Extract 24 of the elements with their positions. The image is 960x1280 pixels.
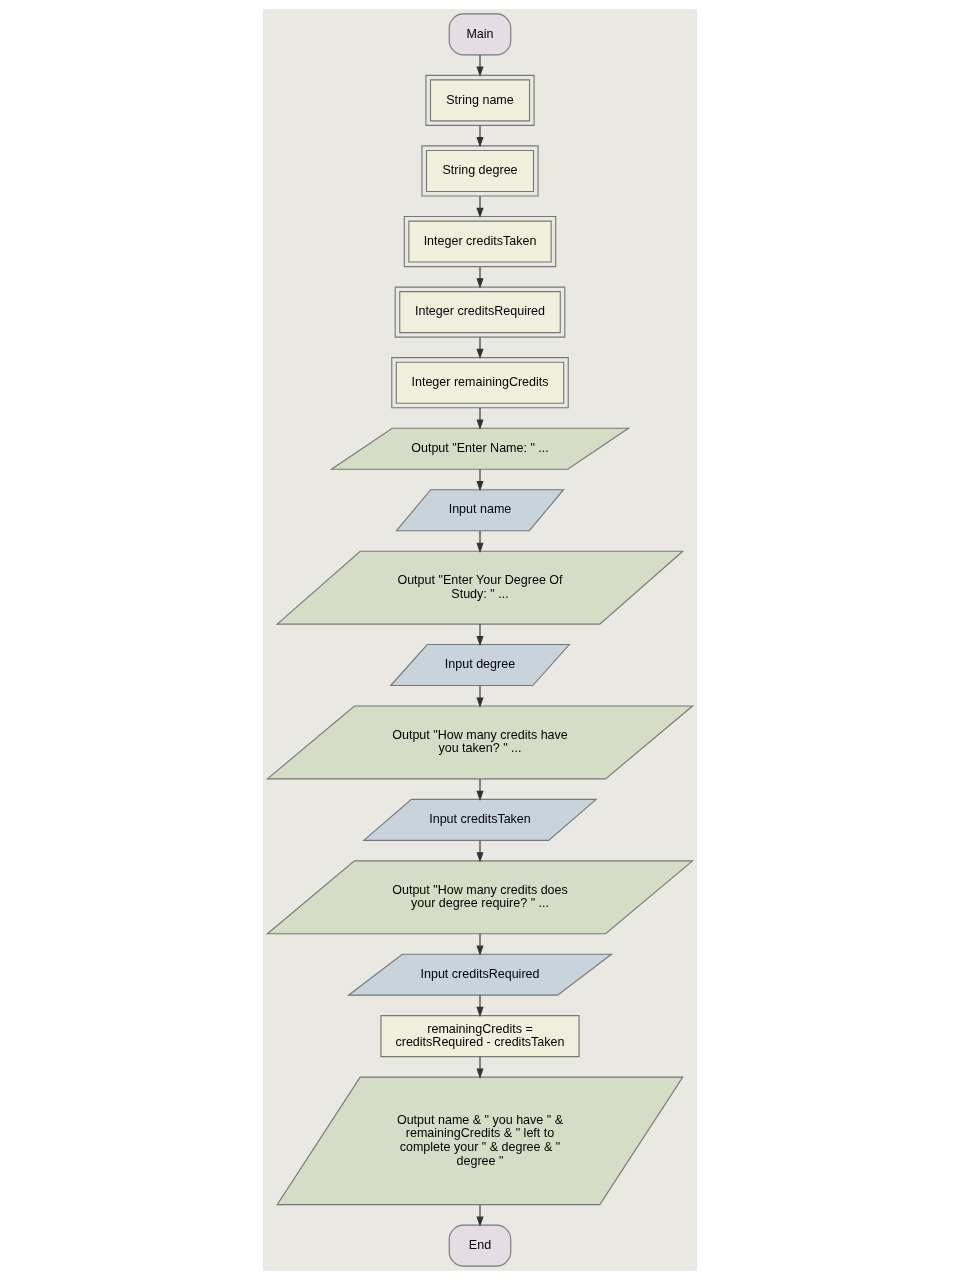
arrow [476, 530, 484, 553]
node-box: remainingCredits = creditsRequired - creditsTaken [380, 1015, 580, 1058]
arrow [476, 778, 484, 802]
arrow [476, 1204, 484, 1227]
arrow [476, 195, 484, 218]
arrow [476, 336, 484, 360]
node-box: Integer remainingCredits [391, 357, 569, 409]
node-box: String name [425, 74, 535, 126]
arrow [476, 1056, 484, 1079]
arrow [476, 994, 484, 1018]
node-box: Integer creditsTaken [403, 215, 557, 268]
node-box: Integer creditsRequired [394, 286, 566, 338]
arrow [476, 840, 484, 863]
arrow [476, 933, 484, 956]
node-box: End [448, 1224, 512, 1267]
arrow [476, 468, 484, 492]
arrow [476, 266, 484, 289]
arrow [476, 54, 484, 77]
arrow [476, 407, 484, 430]
arrow [476, 125, 484, 148]
node-box: Main [448, 13, 512, 56]
arrow [476, 623, 484, 647]
arrow [476, 685, 484, 708]
node-box: String degree [421, 145, 539, 197]
